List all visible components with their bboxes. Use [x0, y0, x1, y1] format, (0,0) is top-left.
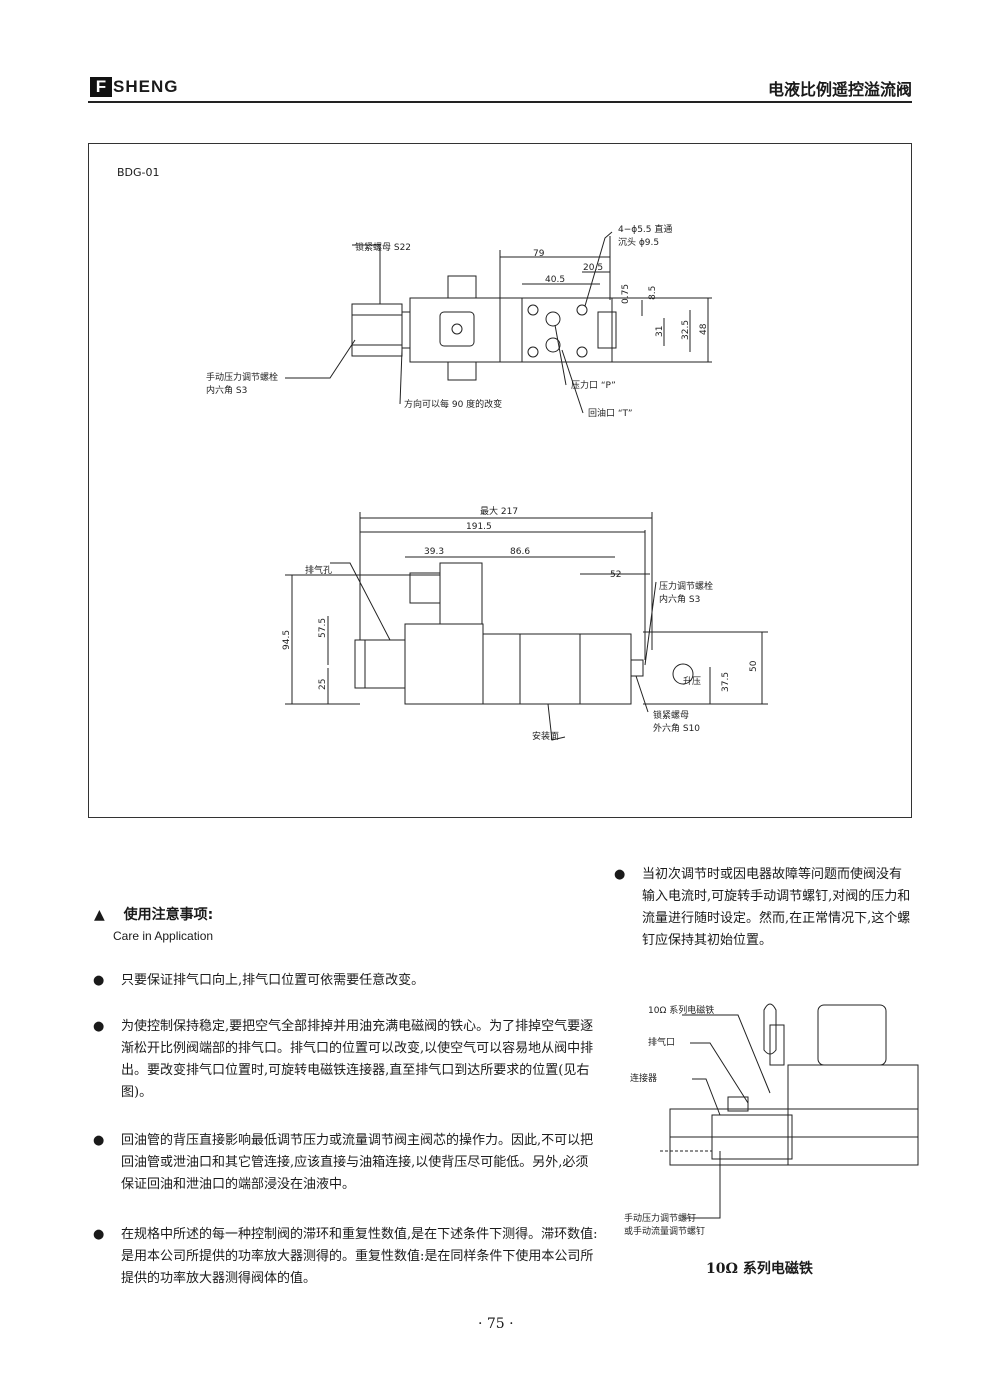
mount-hole: [527, 304, 539, 316]
notes-title: ▲ 使用注意事项:: [94, 904, 213, 924]
locknut-s22-label: 锁紧螺母 S22: [355, 241, 411, 253]
mount-hole: [576, 304, 588, 316]
raise-direction-arrow: [672, 663, 694, 685]
dim-max-217: 最大 217: [480, 505, 518, 517]
page-number: · 75 ·: [478, 1316, 514, 1332]
top-locknut-shape: [351, 303, 403, 357]
note-text: 回油管的背压直接影响最低调节压力或流量调节阀主阀芯的操作力。因此,不可以把回油管…: [121, 1133, 594, 1192]
dim-0-75: 0.75: [621, 284, 631, 304]
top-solenoid-shape: [409, 297, 501, 363]
right-note-item: ● 当初次调节时或因电器故障等问题而使阀没有输入电流时,可旋转手动调节螺钉,对阀…: [614, 864, 914, 952]
note-text: 为使控制保持稳定,要把空气全部排掉并用油充满电磁阀的铁心。为了排掉空气要逐渐松开…: [121, 1019, 594, 1100]
holes-counterbore-label: 沉头 ϕ9.5: [618, 237, 659, 248]
note-text: 在规格中所述的每一种控制阀的滞环和重复性数值,是在下述条件下测得。滞环数值:是用…: [121, 1227, 598, 1286]
manual-flow-screw-label: 或手动流量调节螺钉: [624, 1225, 705, 1237]
right-note-text: 当初次调节时或因电器故障等问题而使阀没有输入电流时,可旋转手动调节螺钉,对阀的压…: [642, 867, 911, 948]
mount-hole: [527, 346, 539, 358]
connector-label: 连接器: [630, 1072, 657, 1084]
manual-pressure-screw-label: 手动压力调节螺钉: [624, 1212, 696, 1224]
raise-pressure-label: 升压: [683, 676, 701, 687]
side-view: [285, 512, 768, 741]
manual-screw-label: 手动压力调节螺栓: [206, 371, 278, 383]
vent-hole-label: 排气孔: [305, 564, 332, 576]
dim-86-6: 86.6: [510, 547, 530, 557]
bullet-icon: ●: [93, 1133, 105, 1148]
note-item: ● 为使控制保持稳定,要把空气全部排掉并用油充满电磁阀的铁心。为了排掉空气要逐渐…: [93, 1016, 599, 1104]
coil-label: 10Ω 系列电磁铁: [648, 1004, 714, 1016]
mount-hole: [576, 346, 588, 358]
port-t-label: 回油口 “T”: [588, 407, 633, 419]
side-connector-shape: [439, 562, 483, 625]
dim-39-3: 39.3: [424, 547, 444, 557]
bullet-icon: ●: [93, 1019, 105, 1034]
dim-37-5: 37.5: [721, 672, 731, 692]
port-t-circle: [545, 337, 561, 353]
solenoid-caption: 10Ω 系列电磁铁: [706, 1261, 813, 1277]
top-valve-block-shape: [521, 297, 613, 363]
note-item: ● 回油管的背压直接影响最低调节压力或流量调节阀主阀芯的操作力。因此,不可以把回…: [93, 1130, 599, 1196]
triangle-icon: ▲: [94, 907, 105, 923]
note-item: ● 只要保证排气口向上,排气口位置可依需要任意改变。: [93, 970, 599, 992]
dim-40-5: 40.5: [545, 275, 565, 285]
note-item: ● 在规格中所述的每一种控制阀的滞环和重复性数值,是在下述条件下测得。滞环数值:…: [93, 1224, 599, 1290]
dimension-drawing: 79 40.5 20.5 4−ϕ5.5 直通 沉头 ϕ9.5 锁紧螺母 S22 …: [206, 223, 768, 742]
hex-s3-label: 内六角 S3: [206, 384, 247, 396]
side-locknut-label: 锁紧螺母: [653, 709, 689, 721]
vent-port-label: 排气口: [648, 1036, 675, 1048]
page-header-title: 电液比例遥控溢流阀: [767, 80, 912, 99]
brand-logo: F SHENG: [90, 76, 178, 98]
dim-50: 50: [749, 660, 759, 672]
top-view: [285, 231, 712, 414]
dim-32-5: 32.5: [681, 320, 691, 340]
notes-subtitle: Care in Application: [113, 929, 214, 943]
bullet-icon: ●: [614, 867, 626, 882]
side-valve-block-shape: [482, 633, 632, 705]
dim-25: 25: [318, 679, 328, 690]
note-text: 只要保证排气口向上,排气口位置可依需要任意改变。: [121, 973, 425, 988]
pressure-adjust-hex-label: 内六角 S3: [659, 593, 700, 605]
dim-20-5: 20.5: [583, 263, 603, 273]
bullet-icon: ●: [93, 1227, 105, 1242]
brand-logo-box: F: [90, 77, 112, 97]
dim-57-5: 57.5: [318, 618, 328, 638]
pressure-adjust-label: 压力调节螺栓: [659, 580, 713, 592]
dim-79: 79: [533, 249, 545, 259]
dim-31: 31: [655, 326, 665, 337]
model-code: BDG-01: [117, 166, 160, 179]
holes-label: 4−ϕ5.5 直通: [618, 223, 672, 235]
dim-8-5: 8.5: [648, 286, 658, 300]
brand-logo-text: SHENG: [113, 77, 179, 96]
notes-title-text: 使用注意事项:: [123, 907, 214, 923]
mounting-face-label: 安装面: [532, 730, 559, 742]
port-p-label: 压力口 “P”: [571, 379, 616, 391]
header-divider: [88, 101, 912, 103]
port-p-circle: [545, 311, 561, 327]
solenoid-cross-section: 10Ω 系列电磁铁 排气口 连接器 手动压力调节螺钉 或手动流量调节螺钉: [624, 1003, 919, 1237]
drawing-frame: [88, 143, 912, 818]
dim-191-5: 191.5: [466, 522, 492, 532]
dim-52: 52: [610, 570, 621, 580]
side-locknut-shape: [354, 639, 406, 689]
bullet-icon: ●: [93, 973, 105, 988]
side-solenoid-shape: [404, 623, 484, 705]
side-locknut-hex-label: 外六角 S10: [653, 722, 700, 734]
dim-48: 48: [699, 323, 709, 335]
direction-note: 方向可以每 90 度的改变: [404, 398, 502, 410]
dim-94-5: 94.5: [282, 630, 292, 650]
